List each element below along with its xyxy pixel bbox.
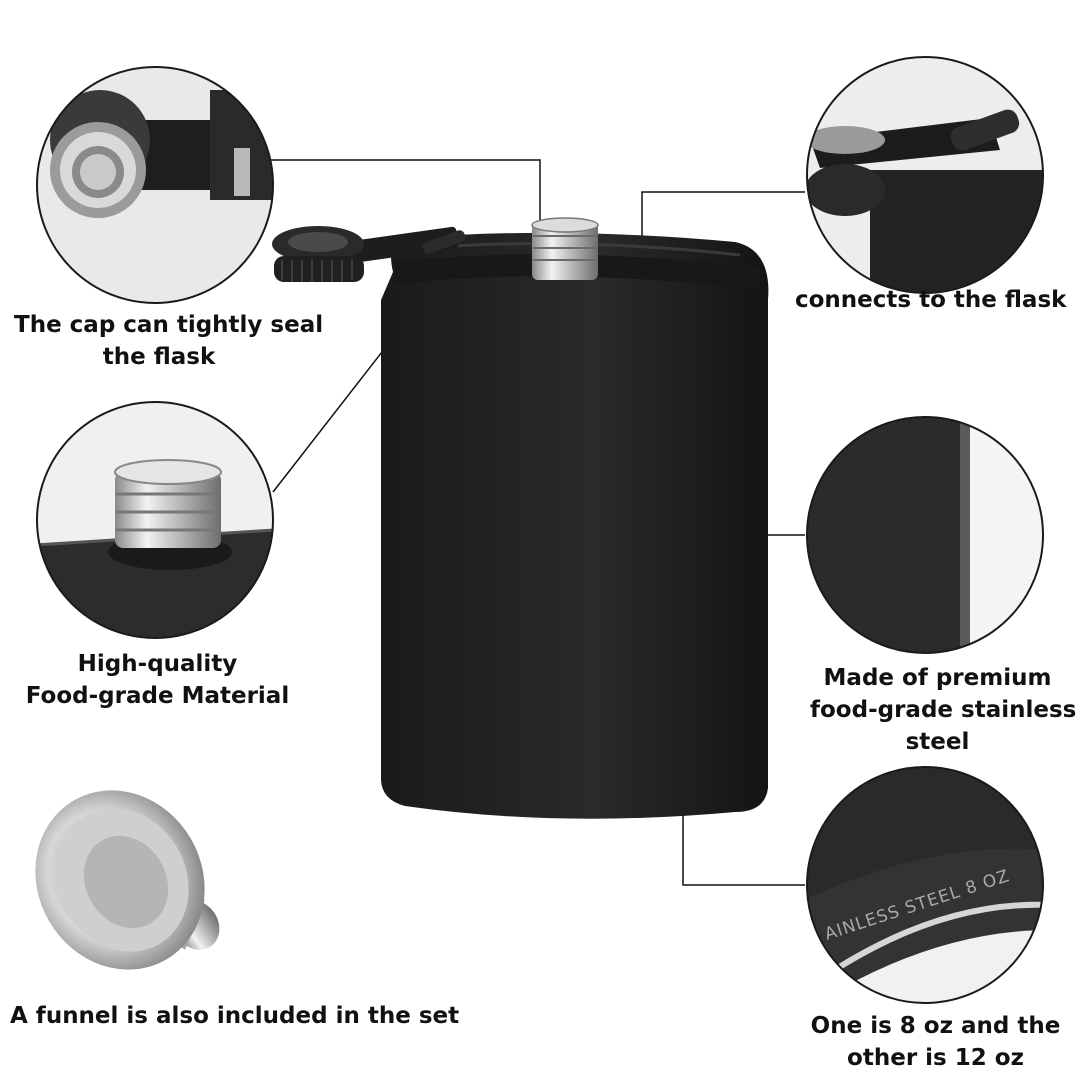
hinge-pin	[422, 230, 466, 254]
caption-cap-seal: The cap can tightly seal the flask	[14, 312, 324, 370]
caption-steel: Made of premium food-grade stainless ste…	[810, 665, 1077, 755]
caption-funnel: A funnel is also included in the set	[10, 1003, 460, 1029]
caption-size: One is 8 oz and the other is 12 oz	[810, 1013, 1061, 1071]
detail-circle-steel	[806, 416, 1044, 654]
flask	[272, 217, 769, 819]
detail-circle-neck	[36, 401, 274, 639]
caption-material: High-quality Food-grade Material	[25, 651, 290, 709]
detail-circle-cap	[36, 66, 274, 304]
callout-line-size	[682, 815, 805, 886]
detail-circle-engraving: AINLESS STEEL 8 OZ	[806, 766, 1044, 1004]
caption-hinge: connects to the flask	[795, 287, 1067, 313]
funnel	[35, 790, 220, 970]
detail-circle-hinge	[806, 56, 1044, 294]
callout-line-cap	[270, 159, 541, 228]
flask-body	[381, 232, 769, 819]
cap-knurl	[274, 256, 364, 282]
